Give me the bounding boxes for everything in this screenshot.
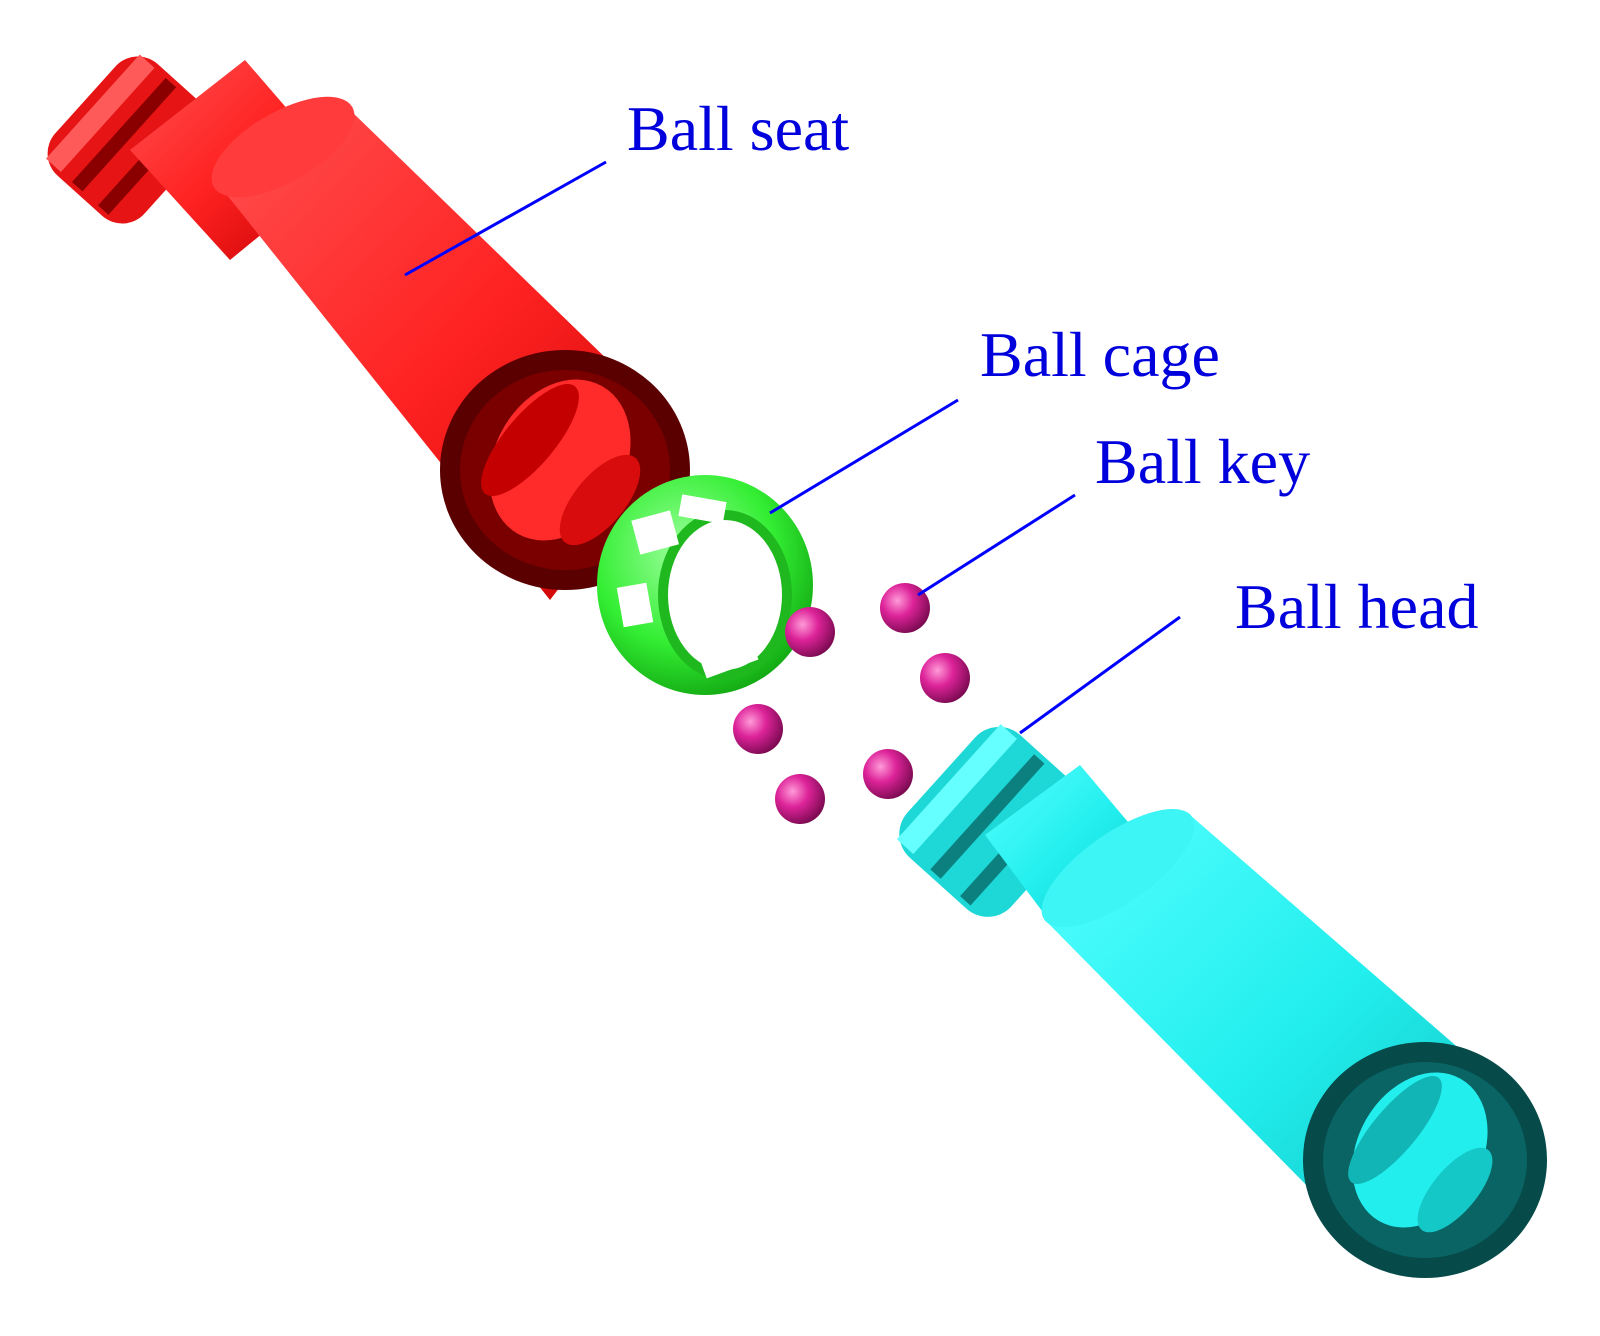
ball-key: [785, 607, 835, 657]
ball-head-leader-line: [1019, 615, 1181, 735]
ball-keys-group: [733, 583, 970, 824]
ball-seat-leader-line: [404, 160, 607, 277]
leader-lines: [404, 160, 1181, 735]
ball-key-leader-line: [917, 493, 1076, 597]
ball-cage-label: Ball cage: [980, 319, 1220, 390]
ball-cage-part: [597, 475, 813, 695]
ball-cage-leader-line: [769, 398, 959, 515]
ball-seat-label: Ball seat: [627, 93, 849, 164]
ball-key: [863, 749, 913, 799]
ball-key-label: Ball key: [1095, 426, 1310, 497]
ball-seat-part: [46, 54, 690, 600]
ball-key: [880, 583, 930, 633]
ball-key: [920, 653, 970, 703]
ball-head-label: Ball head: [1235, 571, 1478, 642]
ball-head-part: [896, 724, 1547, 1278]
ball-key: [775, 774, 825, 824]
ball-key: [733, 704, 783, 754]
